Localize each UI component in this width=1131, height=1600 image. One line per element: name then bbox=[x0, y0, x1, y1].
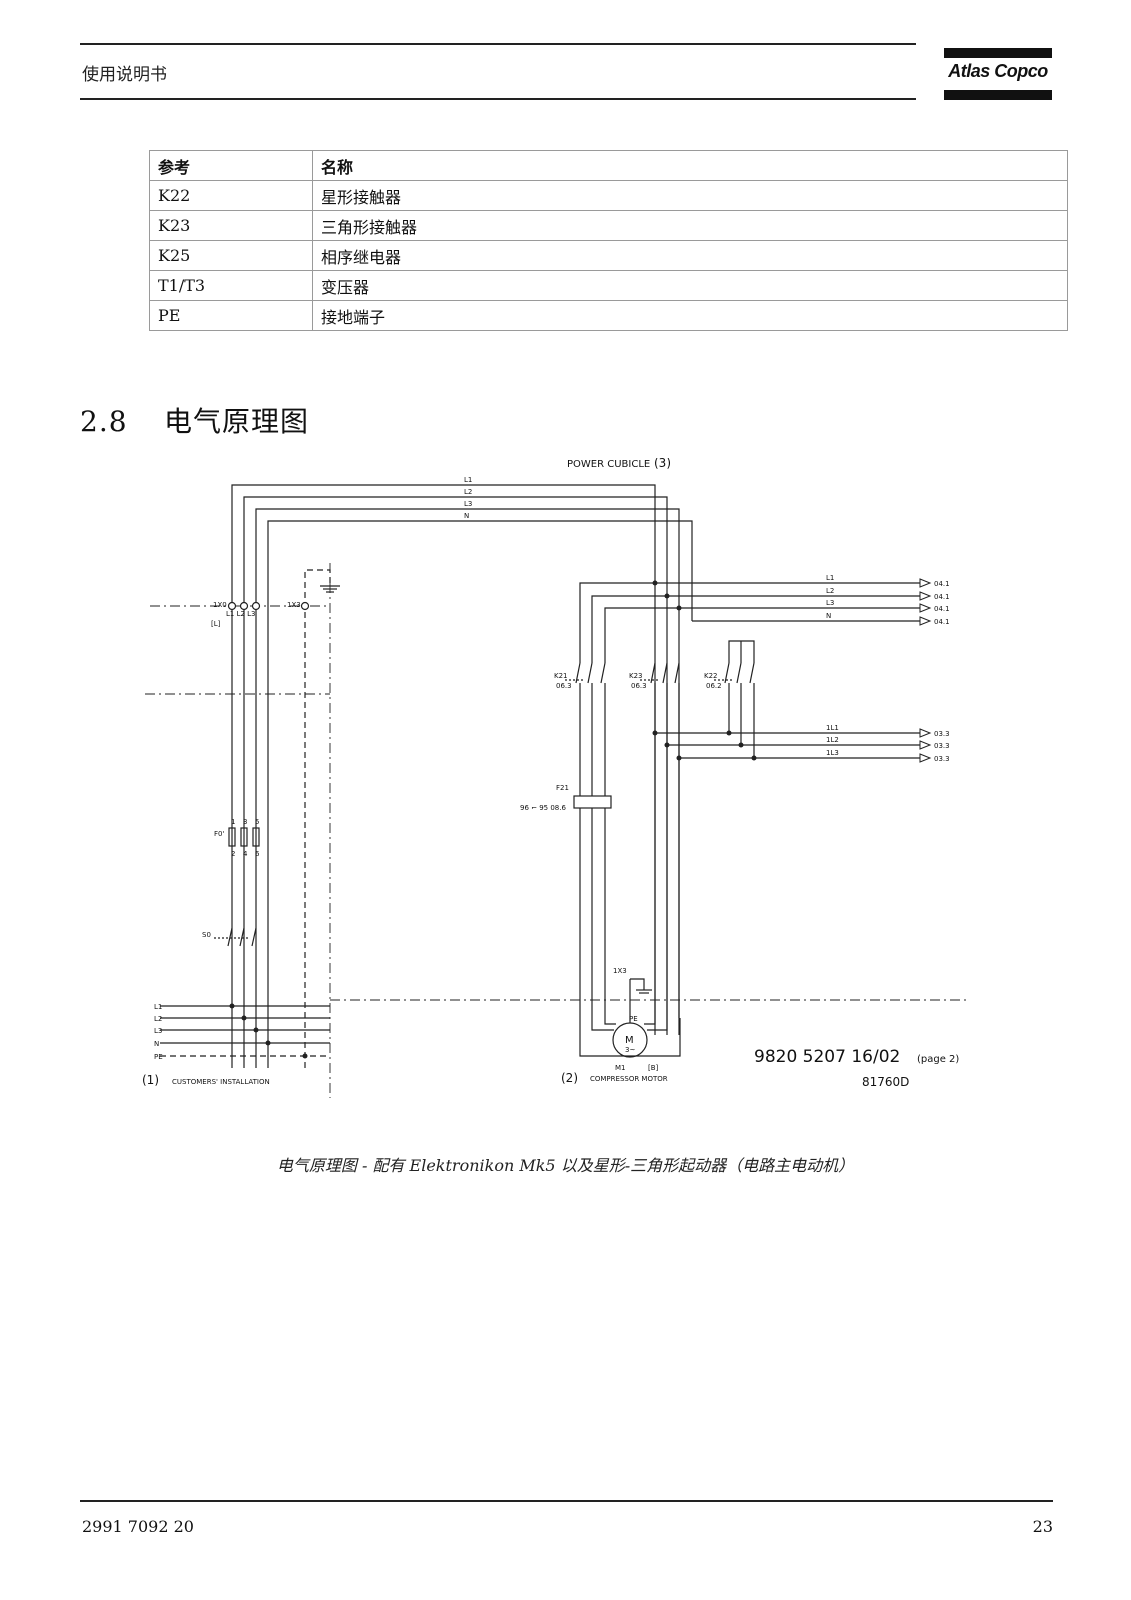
drawing-page: (page 2) bbox=[917, 1054, 959, 1065]
section-heading: 2.8 电气原理图 bbox=[80, 400, 309, 440]
table-row: PE 接地端子 bbox=[149, 300, 1068, 331]
out-target: 04.1 bbox=[934, 593, 950, 601]
bus-label-n: N bbox=[464, 512, 469, 520]
table-cell-name: 三角形接触器 bbox=[312, 210, 1068, 241]
out-label-l3: L3 bbox=[826, 599, 834, 607]
figure-caption: 电气原理图 - 配有 Elektronikon Mk5 以及星形-三角形起动器（… bbox=[276, 1156, 855, 1175]
contactor-k21-ref: 06.3 bbox=[556, 682, 572, 690]
motor-terminal-label: 1X3 bbox=[613, 967, 627, 975]
terminal-1x0-pins: L1 L2 L3 bbox=[226, 610, 256, 618]
motor-name: M1 bbox=[615, 1064, 626, 1072]
electrical-schematic: POWER CUBICLE (3) L1 L2 L3 N L1 L2 L3 N … bbox=[140, 456, 1010, 1118]
switch-s0-label: S0 bbox=[202, 931, 211, 939]
drawing-number: 9820 5207 16/02 bbox=[754, 1047, 900, 1067]
power-cubicle-ref: (3) bbox=[654, 458, 671, 470]
pin-bottom: 2 bbox=[231, 850, 235, 858]
manual-title: 使用说明书 bbox=[82, 65, 167, 85]
table-cell-name: 相序继电器 bbox=[312, 240, 1068, 271]
pin-top: 3 bbox=[243, 818, 247, 826]
header-rule-bottom bbox=[80, 98, 916, 100]
table-cell-ref: K22 bbox=[149, 180, 313, 211]
power-cubicle-label: POWER CUBICLE bbox=[567, 459, 650, 470]
customer-label: CUSTOMERS' INSTALLATION bbox=[172, 1078, 270, 1086]
table-header-row: 参考 名称 bbox=[149, 150, 1068, 181]
motor-tag: [B] bbox=[648, 1064, 659, 1072]
contactor-k21-label: K21 bbox=[554, 672, 568, 680]
footer-rule bbox=[80, 1500, 1053, 1502]
logo-bar-bottom bbox=[944, 90, 1052, 100]
table-row: K22 星形接触器 bbox=[149, 180, 1068, 211]
table-row: T1/T3 变压器 bbox=[149, 270, 1068, 301]
schematic-svg: POWER CUBICLE (3) L1 L2 L3 N L1 L2 L3 N … bbox=[142, 456, 970, 1098]
out-target: 04.1 bbox=[934, 618, 950, 626]
header-rule-top bbox=[80, 43, 916, 45]
compressor-ref: (2) bbox=[561, 1071, 578, 1085]
pin-bottom: 6 bbox=[255, 850, 260, 858]
overload-f21-label: F21 bbox=[556, 784, 569, 792]
bus-label-l3: L3 bbox=[464, 500, 472, 508]
table-header-ref: 参考 bbox=[149, 150, 313, 181]
section-number: 2.8 bbox=[80, 405, 128, 438]
out-target: 04.1 bbox=[934, 605, 950, 613]
reference-table: 参考 名称 K22 星形接触器 K23 三角形接触器 K25 相序继电器 T1/… bbox=[149, 150, 1068, 331]
out-label-l2: L2 bbox=[826, 587, 834, 595]
pin-top: 1 bbox=[231, 818, 235, 826]
star-target: 03.3 bbox=[934, 730, 950, 738]
logo-bar-top bbox=[944, 48, 1052, 58]
star-target: 03.3 bbox=[934, 742, 950, 750]
customer-line-l2: L2 bbox=[154, 1015, 162, 1023]
table-row: K25 相序继电器 bbox=[149, 240, 1068, 271]
motor-phase: 3~ bbox=[625, 1046, 635, 1054]
page-number: 23 bbox=[1032, 1517, 1053, 1536]
contactor-k22-ref: 06.2 bbox=[706, 682, 722, 690]
table-cell-ref: K23 bbox=[149, 210, 313, 241]
terminal-1x0-label: 1X0 bbox=[213, 601, 227, 609]
overload-f21-aux: 96 ⌐ 95 08.6 bbox=[520, 804, 566, 812]
document-number: 2991 7092 20 bbox=[82, 1517, 194, 1536]
out-target: 04.1 bbox=[934, 580, 950, 588]
motor-symbol: M bbox=[625, 1035, 634, 1046]
customer-ref: (1) bbox=[142, 1073, 159, 1087]
table-row: K23 三角形接触器 bbox=[149, 210, 1068, 241]
drawing-code: 81760D bbox=[862, 1075, 909, 1089]
pin-bottom: 4 bbox=[243, 850, 248, 858]
star-label-1l3: 1L3 bbox=[826, 749, 839, 757]
star-label-1l1: 1L1 bbox=[826, 724, 839, 732]
table-cell-name: 星形接触器 bbox=[312, 180, 1068, 211]
table-cell-name: 接地端子 bbox=[312, 300, 1068, 331]
contactor-k22-label: K22 bbox=[704, 672, 718, 680]
table-cell-ref: PE bbox=[149, 300, 313, 331]
compressor-label: COMPRESSOR MOTOR bbox=[590, 1075, 668, 1083]
customer-line-l1: L1 bbox=[154, 1003, 162, 1011]
contactor-k23-ref: 06.3 bbox=[631, 682, 647, 690]
pin-top: 5 bbox=[255, 818, 259, 826]
logo-text: Atlas Copco bbox=[948, 61, 1048, 81]
contactor-k23-label: K23 bbox=[629, 672, 643, 680]
table-cell-ref: K25 bbox=[149, 240, 313, 271]
out-label-l1: L1 bbox=[826, 574, 834, 582]
table-header-name: 名称 bbox=[312, 150, 1068, 181]
customer-line-l3: L3 bbox=[154, 1027, 162, 1035]
terminal-1x0-note: [L] bbox=[211, 620, 221, 628]
fuse-f0-label: F0' bbox=[214, 830, 224, 838]
section-title: 电气原理图 bbox=[164, 405, 310, 438]
star-target: 03.3 bbox=[934, 755, 950, 763]
motor-pe-label: PE bbox=[629, 1015, 638, 1023]
customer-line-pe: PE bbox=[154, 1053, 163, 1061]
table-cell-ref: T1/T3 bbox=[149, 270, 313, 301]
atlas-copco-logo: Atlas Copco bbox=[944, 48, 1052, 100]
customer-line-n: N bbox=[154, 1040, 159, 1048]
bus-label-l1: L1 bbox=[464, 476, 472, 484]
star-label-1l2: 1L2 bbox=[826, 736, 839, 744]
bus-label-l2: L2 bbox=[464, 488, 472, 496]
table-cell-name: 变压器 bbox=[312, 270, 1068, 301]
terminal-1x3-label: 1X3 bbox=[287, 601, 301, 609]
out-label-n: N bbox=[826, 612, 831, 620]
